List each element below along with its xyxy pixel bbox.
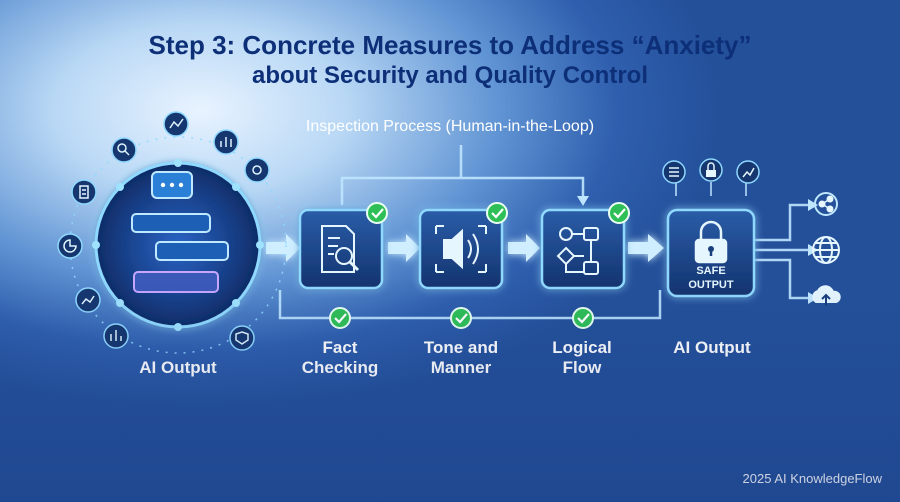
share-network-icon — [814, 192, 838, 216]
fact-checking-label: Fact Checking — [280, 338, 400, 378]
check-icon — [450, 307, 472, 329]
title-line-1: Step 3: Concrete Measures to Address “An… — [148, 30, 752, 60]
logical-flow-box — [540, 208, 626, 290]
logical-flow-label-line-2: Flow — [562, 358, 602, 377]
magnifier-orbit-icon — [111, 137, 137, 163]
flowchart-icon — [556, 227, 599, 275]
title-line-2: about Security and Quality Control — [251, 62, 649, 89]
output-branch-up — [754, 203, 808, 242]
ai-input-node — [57, 111, 287, 354]
arrowhead-up — [808, 199, 818, 211]
output-branch-down — [754, 258, 808, 300]
tone-manner-label: Tone and Manner — [400, 338, 522, 378]
document-orbit-icon — [71, 179, 97, 205]
fact-checking-label-line-2: Checking — [301, 358, 379, 377]
fact-checking-label-line-1: Fact — [322, 338, 358, 357]
diagram-subtitle: Inspection Process (Human-in-the-Loop) — [305, 118, 595, 135]
arrow-logic-to-output — [628, 234, 664, 262]
speaker-icon — [435, 225, 487, 273]
arrow-input-to-fact — [266, 234, 300, 262]
logical-flow-label: Logical Flow — [522, 338, 642, 378]
padlock-icon — [694, 220, 728, 264]
cloud-upload-icon — [812, 285, 841, 306]
tone-manner-label-line-1: Tone and — [423, 338, 499, 357]
ai-output-label: AI Output — [673, 338, 751, 357]
footer-credit: 2025 AI KnowledgeFlow — [742, 471, 882, 486]
arrow-fact-to-tone — [388, 234, 420, 262]
destination-icons — [812, 192, 841, 306]
check-icon — [572, 307, 594, 329]
ai-input-label: AI Output — [139, 358, 217, 377]
check-icon — [329, 307, 351, 329]
arrow-tone-to-logic — [508, 234, 540, 262]
outer-glow-ring — [69, 136, 287, 354]
flow-arrows — [266, 234, 664, 262]
tone-manner-box — [418, 208, 504, 290]
check-icon — [608, 202, 630, 224]
output-top-icons — [662, 158, 760, 196]
chat-bubbles-icon — [131, 171, 229, 293]
tone-manner-label-line-2: Manner — [430, 358, 492, 377]
shield-orbit-icon — [229, 325, 255, 351]
safe-badge-line-2: OUTPUT — [688, 279, 734, 291]
ring-dots — [92, 159, 264, 331]
arrowhead-top-loop — [577, 196, 589, 206]
check-icon — [486, 202, 508, 224]
fact-checking-box — [298, 208, 384, 290]
check-badges — [329, 202, 630, 329]
orbit-icon-glyphs — [63, 118, 262, 345]
safe-badge-line-1: SAFE — [696, 265, 725, 277]
top-loop-line — [340, 176, 585, 205]
check-icon — [366, 202, 388, 224]
safe-output-node: SAFE OUTPUT — [662, 158, 760, 298]
gear-orbit-icon — [244, 157, 270, 183]
globe-icon — [812, 236, 840, 264]
logical-flow-label-line-1: Logical — [552, 338, 612, 357]
document-magnifier-icon — [321, 225, 360, 273]
